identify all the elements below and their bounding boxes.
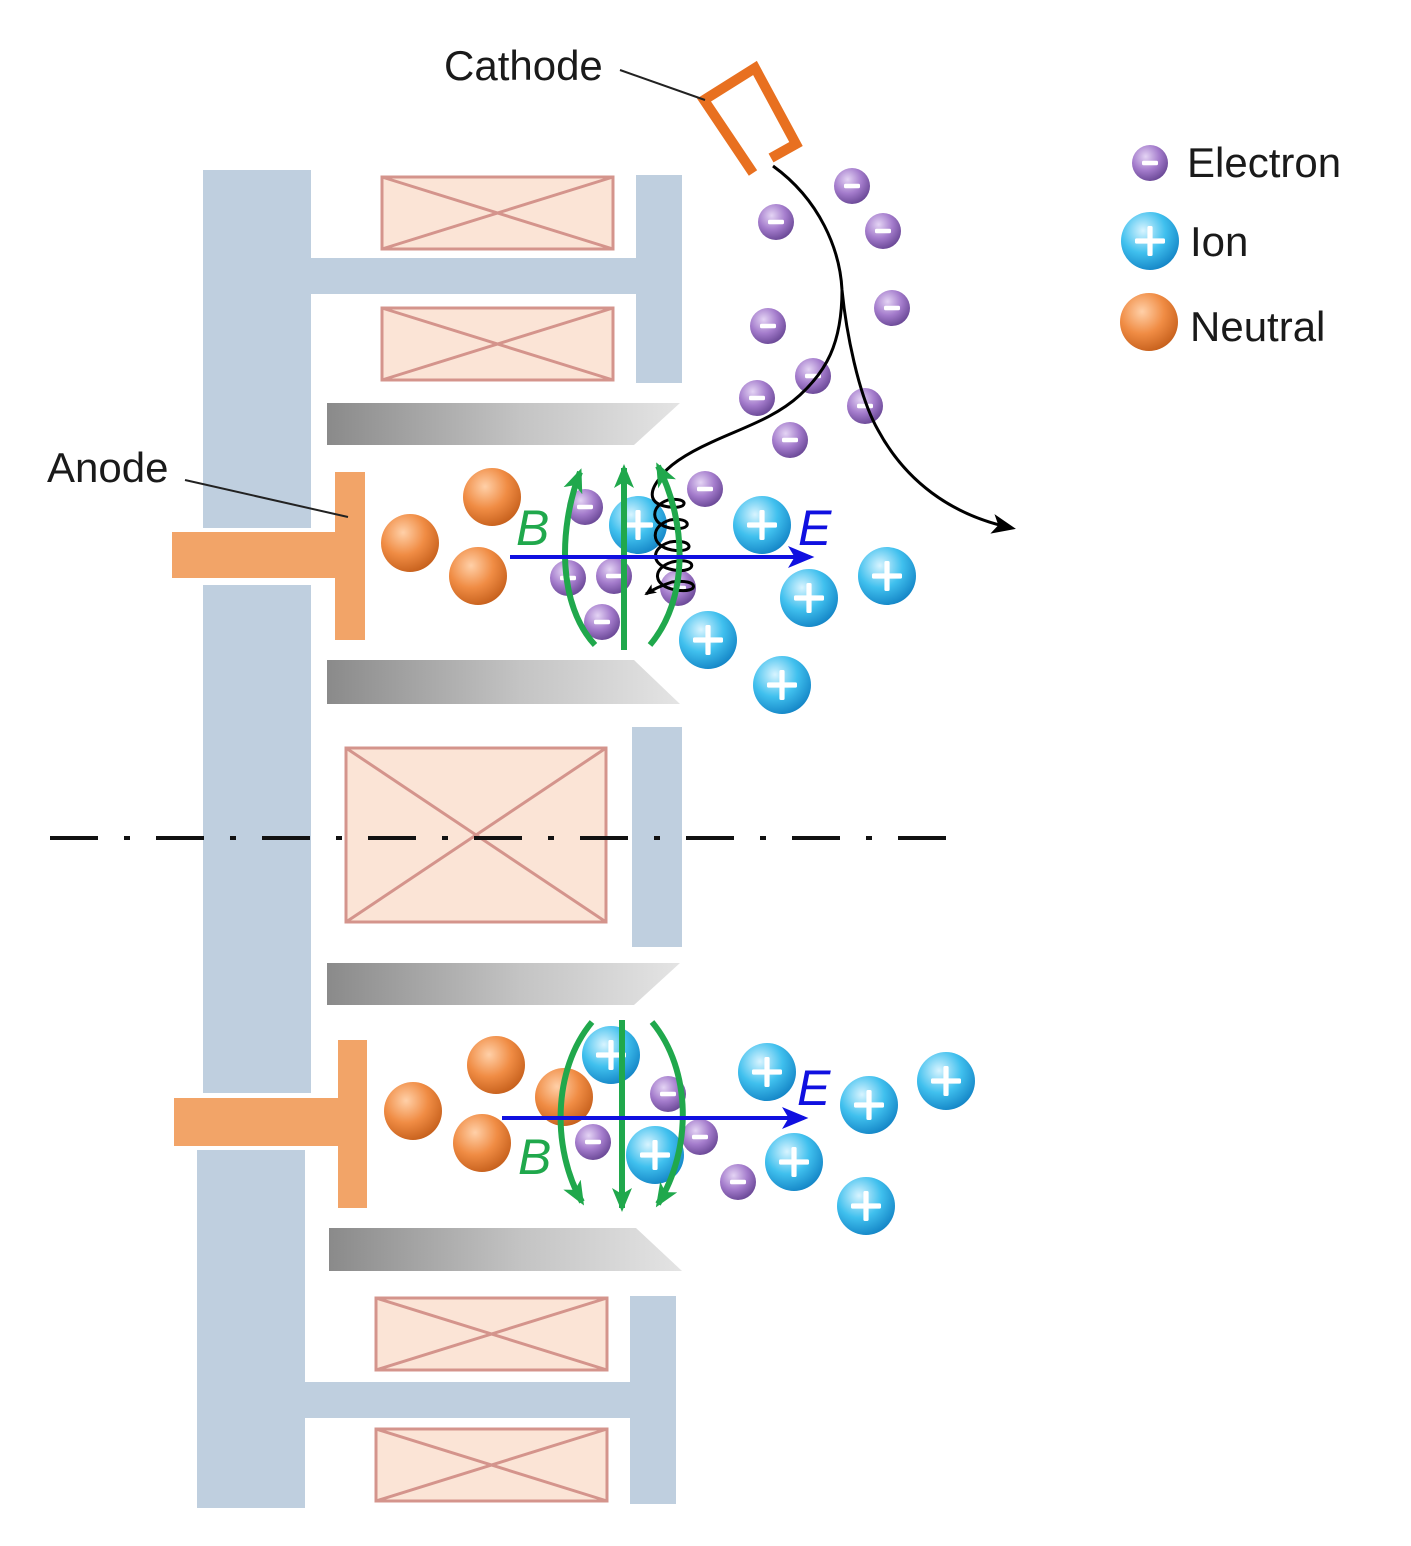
electron-path-exit: [772, 164, 1016, 534]
ion-icon: [1121, 212, 1179, 270]
lower-b-label: B: [518, 1129, 551, 1185]
coil-lower-1: [374, 1296, 609, 1372]
magnet-coils: [344, 175, 615, 1503]
wall-lower-outer: [327, 963, 680, 1005]
neutral-particle: [453, 1114, 511, 1172]
legend-label-neutral: Neutral: [1190, 303, 1325, 350]
ion-particle: [840, 1076, 898, 1134]
lower-pole-arm: [305, 1382, 630, 1418]
legend: Electron Ion Neutral: [1120, 139, 1341, 351]
ion-particle: [837, 1177, 895, 1235]
electron-path-into-channel: [658, 289, 844, 479]
legend-item-neutral: Neutral: [1120, 293, 1325, 351]
back-plate-upper: [203, 170, 311, 528]
legend-item-ion: Ion: [1121, 212, 1248, 270]
ion-particle: [733, 496, 791, 554]
upper-neutrals: [381, 468, 521, 605]
wall-lower-inner: [329, 1228, 682, 1271]
neutral-particle: [467, 1036, 525, 1094]
b-field-line: [557, 1020, 595, 1206]
electron-particle: [834, 168, 870, 204]
coil-lower-2: [374, 1427, 609, 1503]
legend-item-electron: Electron: [1132, 139, 1341, 186]
electron-particle: [687, 471, 723, 507]
lower-ions: [582, 1026, 975, 1235]
anode-label: Anode: [47, 444, 168, 491]
lower-b-field: [557, 1020, 686, 1212]
electron-particle: [575, 1124, 611, 1160]
legend-label-electron: Electron: [1187, 139, 1341, 186]
neutral-particle: [384, 1082, 442, 1140]
anode-lower: [174, 1040, 367, 1208]
upper-e-label: E: [798, 500, 832, 556]
lower-e-label: E: [797, 1060, 831, 1116]
cathode-icon: [696, 60, 803, 176]
lower-outer-pole: [630, 1296, 676, 1504]
ion-particle: [917, 1052, 975, 1110]
neutral-particle: [463, 468, 521, 526]
neutral-particle: [449, 547, 507, 605]
electron-icon: [1132, 145, 1168, 181]
anode-leader-line: [184, 479, 349, 518]
ion-particle: [753, 656, 811, 714]
cathode-leader-line: [619, 69, 706, 101]
ion-particle: [780, 569, 838, 627]
b-field-line: [649, 1020, 686, 1208]
ion-particle: [582, 1026, 640, 1084]
legend-label-ion: Ion: [1190, 218, 1248, 265]
electron-particle: [772, 422, 808, 458]
electron-particle: [758, 204, 794, 240]
upper-b-label: B: [516, 500, 549, 556]
channel-walls: [327, 403, 682, 1271]
upper-pole-arm: [311, 258, 636, 294]
electron-particle: [682, 1119, 718, 1155]
wall-upper-inner: [327, 660, 680, 704]
electron-particle: [847, 388, 883, 424]
electron-particle: [865, 213, 901, 249]
electron-particle: [874, 290, 910, 326]
coil-upper-2: [380, 306, 615, 382]
ion-particle: [858, 547, 916, 605]
neutral-icon: [1120, 293, 1178, 351]
ion-particle: [765, 1133, 823, 1191]
b-field-line: [647, 462, 683, 647]
ion-particle: [679, 611, 737, 669]
ion-particle: [738, 1043, 796, 1101]
anode-upper: [172, 472, 365, 640]
coil-center: [344, 746, 608, 924]
back-plate-lower: [197, 1150, 305, 1508]
electron-particle: [720, 1164, 756, 1200]
upper-outer-pole: [636, 175, 682, 383]
neutral-particle: [381, 514, 439, 572]
b-field-line: [562, 468, 598, 648]
cathode-label: Cathode: [444, 42, 603, 89]
coil-upper-1: [380, 175, 615, 251]
electron-particle: [739, 380, 775, 416]
electron-particle: [750, 308, 786, 344]
wall-upper-outer: [327, 403, 680, 445]
